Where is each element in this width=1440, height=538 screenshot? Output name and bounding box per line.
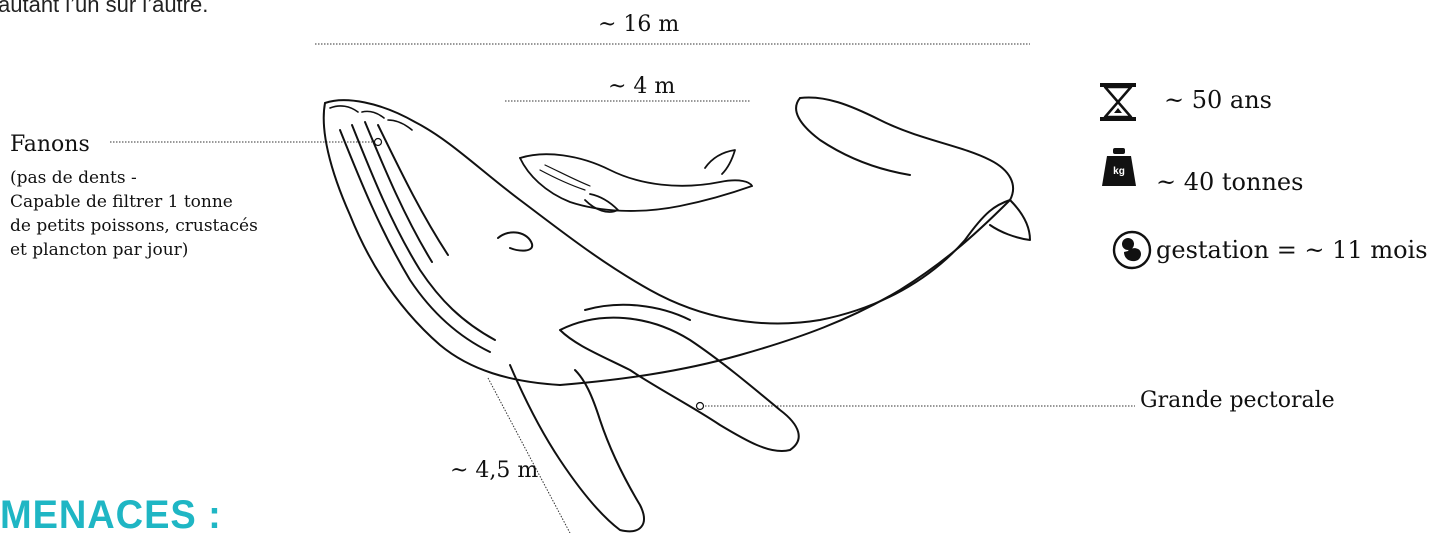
lifespan-value: ~ 50 ans — [1164, 86, 1272, 114]
fetus-icon — [1112, 230, 1152, 270]
fanons-desc-line: et plancton par jour) — [10, 238, 310, 262]
calf-whale — [520, 150, 752, 212]
fanons-desc-line: de petits poissons, crustacés — [10, 214, 310, 238]
hourglass-icon — [1097, 82, 1139, 122]
fanons-title: Fanons — [10, 132, 90, 157]
adult-length-label: ~ 16 m — [598, 12, 679, 37]
fanons-leader-dot — [375, 139, 382, 146]
weight-icon-text: kg — [1101, 166, 1137, 177]
fanons-desc-line: Capable de filtrer 1 tonne — [10, 190, 310, 214]
weight-icon: kg — [1101, 148, 1137, 188]
menaces-heading: MENACES : — [0, 493, 222, 538]
pectorale-leader-dot — [697, 403, 704, 410]
fanons-description: (pas de dents - Capable de filtrer 1 ton… — [10, 166, 310, 262]
grande-pectorale-label: Grande pectorale — [1140, 388, 1335, 413]
adult-whale — [324, 97, 1030, 531]
fanons-desc-line: (pas de dents - — [10, 166, 310, 190]
pectoral-length-label: ~ 4,5 m — [450, 458, 538, 483]
weight-value: ~ 40 tonnes — [1156, 168, 1303, 196]
calf-length-label: ~ 4 m — [608, 74, 675, 99]
gestation-value: gestation = ~ 11 mois — [1156, 236, 1428, 264]
